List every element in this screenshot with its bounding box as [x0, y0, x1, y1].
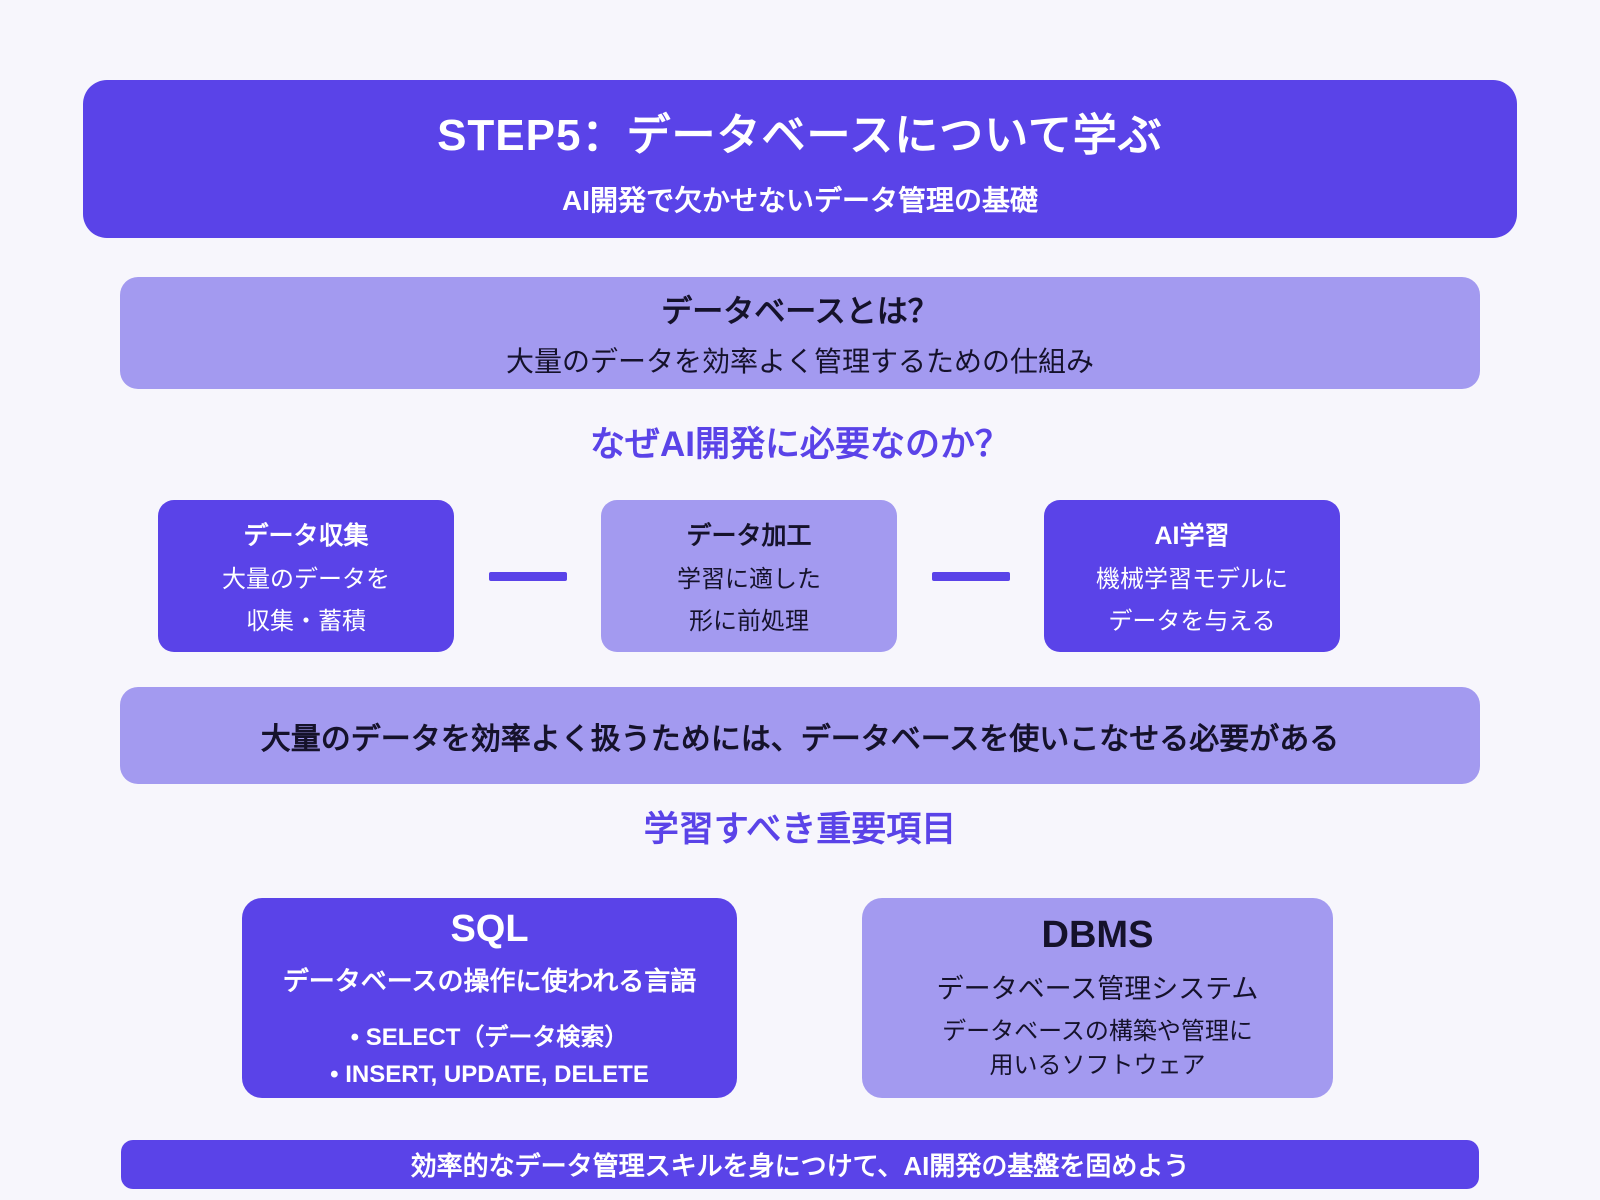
flow-row: データ収集 大量のデータを 収集・蓄積 データ加工 学習に適した 形に前処理 A… [158, 500, 1340, 652]
dbms-title: DBMS [1041, 913, 1154, 956]
step-line: 機械学習モデルに [1096, 566, 1288, 593]
footer-banner: 効率的なデータ管理スキルを身につけて、AI開発の基盤を固めよう [121, 1140, 1479, 1189]
sql-title: SQL [450, 907, 529, 950]
topic-card-dbms: DBMS データベース管理システム データベースの構築や管理に 用いるソフトウェ… [862, 898, 1333, 1098]
page-subtitle: AI開発で欠かせないデータ管理の基礎 [561, 185, 1038, 216]
step-title: AI学習 [1154, 522, 1230, 550]
step-line: 収集・蓄積 [246, 608, 366, 635]
dbms-subtitle: データベース管理システム [936, 973, 1259, 1004]
page-title: STEP5：データベースについて学ぶ [437, 111, 1163, 160]
dbms-description-line: 用いるソフトウェア [989, 1051, 1206, 1079]
step-line: 学習に適した [677, 566, 821, 593]
definition-title: データベースとは？ [661, 294, 939, 329]
step-box-data-collection: データ収集 大量のデータを 収集・蓄積 [158, 500, 454, 652]
sql-bullet: • INSERT, UPDATE, DELETE [330, 1060, 649, 1088]
footer-message: 効率的なデータ管理スキルを身につけて、AI開発の基盤を固めよう [410, 1151, 1190, 1181]
step-line: 大量のデータを [222, 566, 390, 593]
step-title: データ収集 [243, 522, 369, 550]
step-box-data-processing: データ加工 学習に適した 形に前処理 [601, 500, 897, 652]
section-title-topics: 学習すべき重要項目 [643, 810, 957, 849]
conclusion-text: 大量のデータを効率よく扱うためには、データベースを使いこなせる必要がある [260, 722, 1340, 756]
connector [454, 571, 601, 581]
connector [897, 571, 1044, 581]
connector-line-icon [488, 571, 567, 581]
connector-line-icon [931, 571, 1010, 581]
conclusion-banner: 大量のデータを効率よく扱うためには、データベースを使いこなせる必要がある [120, 687, 1480, 784]
step-title: データ加工 [686, 522, 812, 550]
dbms-description-line: データベースの構築や管理に [942, 1017, 1253, 1045]
header-banner: STEP5：データベースについて学ぶ AI開発で欠かせないデータ管理の基礎 [83, 80, 1517, 238]
step-line: 形に前処理 [689, 608, 809, 635]
step-box-ai-learning: AI学習 機械学習モデルに データを与える [1044, 500, 1340, 652]
sql-subtitle: データベースの操作に使われる言語 [282, 965, 697, 996]
definition-subtitle: 大量のデータを効率よく管理するための仕組み [505, 346, 1094, 377]
section-title-why: なぜAI開発に必要なのか？ [589, 425, 1010, 464]
sql-bullet: • SELECT（データ検索） [350, 1023, 629, 1051]
step-line: データを与える [1108, 608, 1276, 635]
definition-banner: データベースとは？ 大量のデータを効率よく管理するための仕組み [120, 277, 1480, 389]
topic-card-sql: SQL データベースの操作に使われる言語 • SELECT（データ検索） • I… [242, 898, 737, 1098]
